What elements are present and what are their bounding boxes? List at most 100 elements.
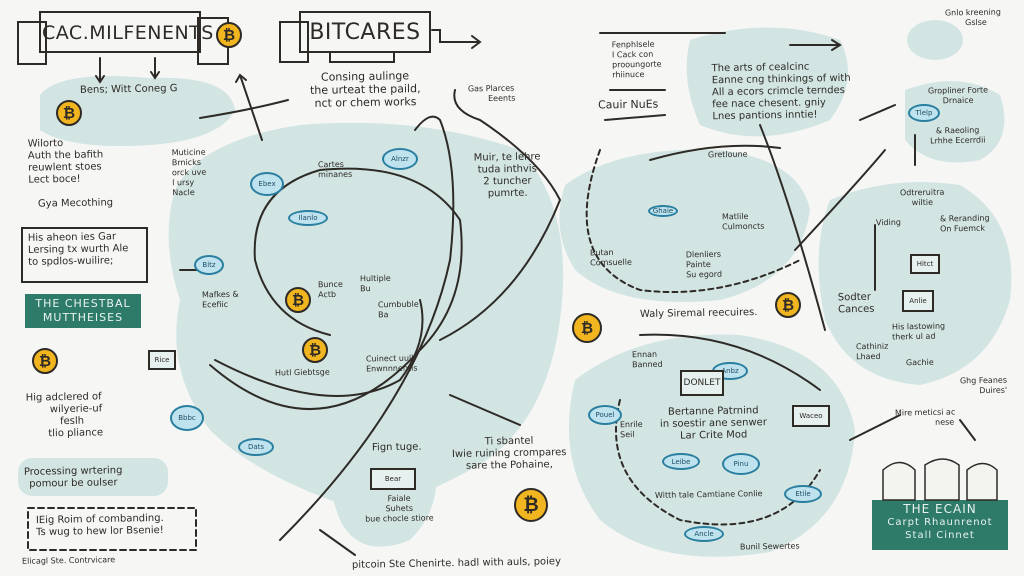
note: Cartes minanes bbox=[318, 160, 353, 181]
bitcoin-coin-icon: ₿ bbox=[572, 313, 602, 343]
note: Fenphlsele I Cack con prooungorte rhiinu… bbox=[612, 40, 662, 81]
document-stack-icon bbox=[882, 458, 998, 501]
note: Waly Siremal reecuires. bbox=[639, 306, 758, 321]
note-line: Fenphlsele bbox=[611, 39, 655, 50]
note-line: pomour be oulser bbox=[29, 477, 118, 490]
note: Muir, te lehre tuda inthvis 2 tuncher pu… bbox=[474, 151, 542, 200]
note: Gas Plarces Eeents bbox=[468, 84, 516, 105]
note-line: minanes bbox=[318, 169, 353, 180]
note-line: Lnes pantions inntie! bbox=[712, 109, 818, 123]
note: Enrile Seil bbox=[620, 420, 643, 440]
note: Fign tuge. bbox=[371, 441, 422, 454]
note: Cauir NuEs bbox=[597, 97, 659, 112]
note-line: sare the Pohaine, bbox=[465, 459, 553, 472]
note-line: Comsuelle bbox=[590, 257, 632, 268]
note: Sodter Cances bbox=[838, 292, 875, 317]
note-line: Bu bbox=[360, 284, 371, 294]
node-bubble: Pouel bbox=[588, 405, 622, 425]
note-line: Dlenliers bbox=[685, 249, 722, 260]
note: Cathiniz Lhaed bbox=[856, 342, 889, 363]
note-line: Gropliner Forte bbox=[927, 85, 989, 96]
note-line: Lar Crite Mod bbox=[679, 429, 748, 442]
note-line: Nacle bbox=[172, 187, 195, 198]
note-line: On Fuemck bbox=[940, 223, 986, 234]
note-line: Lrhhe Ecerrdii bbox=[930, 135, 986, 146]
note: Gya Mecothing bbox=[37, 197, 114, 210]
note-line: Lhaed bbox=[856, 351, 881, 362]
bitcoin-coin-icon: ₿ bbox=[32, 348, 58, 374]
note-line: Odtreruitra bbox=[899, 187, 945, 198]
note: Faiale Suhets bue chocle stiore bbox=[365, 493, 434, 524]
node-bubble: Ghaie bbox=[648, 205, 678, 217]
note-line: Hultiple bbox=[359, 273, 391, 284]
ink-lines bbox=[17, 11, 976, 576]
watercolor-blobs bbox=[18, 20, 1012, 557]
note: & Raeoling Lrhhe Ecerrdii bbox=[930, 126, 986, 147]
note: & Reranding On Fuemck bbox=[940, 214, 990, 235]
note: Butan Comsuelle bbox=[590, 248, 632, 269]
note-line: Banned bbox=[632, 359, 663, 370]
note: Cumbuble Ba bbox=[378, 300, 419, 321]
screen-icon: Waceo bbox=[792, 405, 830, 427]
note-line: Duires' bbox=[979, 385, 1008, 396]
note-line: Bunce bbox=[317, 279, 343, 290]
node-bubble: Dats bbox=[238, 438, 274, 456]
note-line: wiltie bbox=[911, 197, 934, 208]
note: His lastowing therk ul ad bbox=[892, 322, 946, 343]
note-line: nese bbox=[934, 417, 955, 427]
blob-right bbox=[818, 182, 1012, 385]
note-line: His lastowing bbox=[891, 321, 946, 332]
note-line: Cumbuble bbox=[377, 299, 419, 310]
note-line: prooungorte bbox=[612, 59, 662, 70]
note: Matlile Culmoncts bbox=[722, 212, 765, 233]
note: Cuinect uull Enwnnnentis bbox=[366, 354, 418, 375]
note: Odtreruitra wiltie bbox=[900, 188, 945, 209]
note-line: Mafkes & bbox=[201, 289, 239, 300]
note: Mire meticsi ac nese bbox=[895, 407, 956, 428]
bitcoin-coin-icon: ₿ bbox=[285, 287, 311, 313]
note: Mafkes & Ecefiic bbox=[202, 290, 239, 311]
note: Dlenliers Painte Su egord bbox=[686, 250, 722, 281]
note: Hultiple Bu bbox=[360, 274, 391, 295]
note: Gropliner Forte Drnaice bbox=[928, 85, 988, 106]
note-line: Cances bbox=[838, 303, 875, 316]
screen-icon: Rice bbox=[148, 350, 176, 370]
node-bubble: Ilanlo bbox=[288, 210, 328, 226]
note-line: Enwnnnentis bbox=[366, 363, 418, 374]
cloud-note: The arts of cealcinc Eanne cng thinkings… bbox=[711, 61, 851, 123]
note-line: Eeents bbox=[488, 93, 516, 104]
banner-line: THE CHESTBAL bbox=[35, 297, 131, 310]
note-line: Cathiniz bbox=[855, 341, 889, 352]
bitcoin-coin-icon: ₿ bbox=[775, 292, 801, 318]
note-line: bue chocle stiore bbox=[365, 513, 434, 524]
note-line: to spdlos-wuilire; bbox=[28, 255, 114, 268]
note-line: Su egord bbox=[686, 269, 723, 280]
note-line: Gnlo kreening bbox=[944, 7, 1001, 18]
note: Elicagl Ste. Contrvicare bbox=[21, 555, 116, 566]
boxed-note: His aheon ies Gar Lersing tx wurth Ale t… bbox=[28, 231, 129, 269]
note: Ennan Banned bbox=[632, 350, 663, 371]
note-line: Enrile bbox=[619, 419, 643, 430]
note-line: Ts wug to hew lor Bsenie! bbox=[36, 524, 164, 539]
note-line: tlio pliance bbox=[48, 427, 104, 440]
screen-icon: Anlie bbox=[902, 290, 934, 312]
note: Gnlo kreening Gslse bbox=[945, 8, 1001, 29]
note: Bunce Actb bbox=[318, 280, 343, 300]
note-line: Painte bbox=[685, 259, 711, 270]
screen-icon: Bear bbox=[370, 468, 416, 490]
node-bubble: Leibe bbox=[662, 453, 700, 470]
note-line: l ursy bbox=[172, 177, 195, 188]
blob-bottom-right-main bbox=[568, 334, 855, 557]
note-line: rhiinuce bbox=[612, 69, 645, 80]
note-line: Culmoncts bbox=[722, 221, 765, 232]
note-line: Ba bbox=[378, 310, 389, 320]
note: Hig adclered of wilyerie-uf feslh tlio p… bbox=[26, 391, 104, 440]
blob-center bbox=[168, 122, 564, 506]
screen-icon: DONLET bbox=[680, 370, 724, 396]
note-line: Brnicks bbox=[171, 157, 202, 168]
screen-icon: Hitct bbox=[910, 254, 940, 274]
note: Gretloune bbox=[707, 149, 748, 160]
note: Ghg Feanes Duires' bbox=[960, 376, 1007, 397]
node-bubble: Ancle bbox=[684, 526, 724, 542]
bitcoin-coin-icon: ₿ bbox=[216, 22, 242, 48]
